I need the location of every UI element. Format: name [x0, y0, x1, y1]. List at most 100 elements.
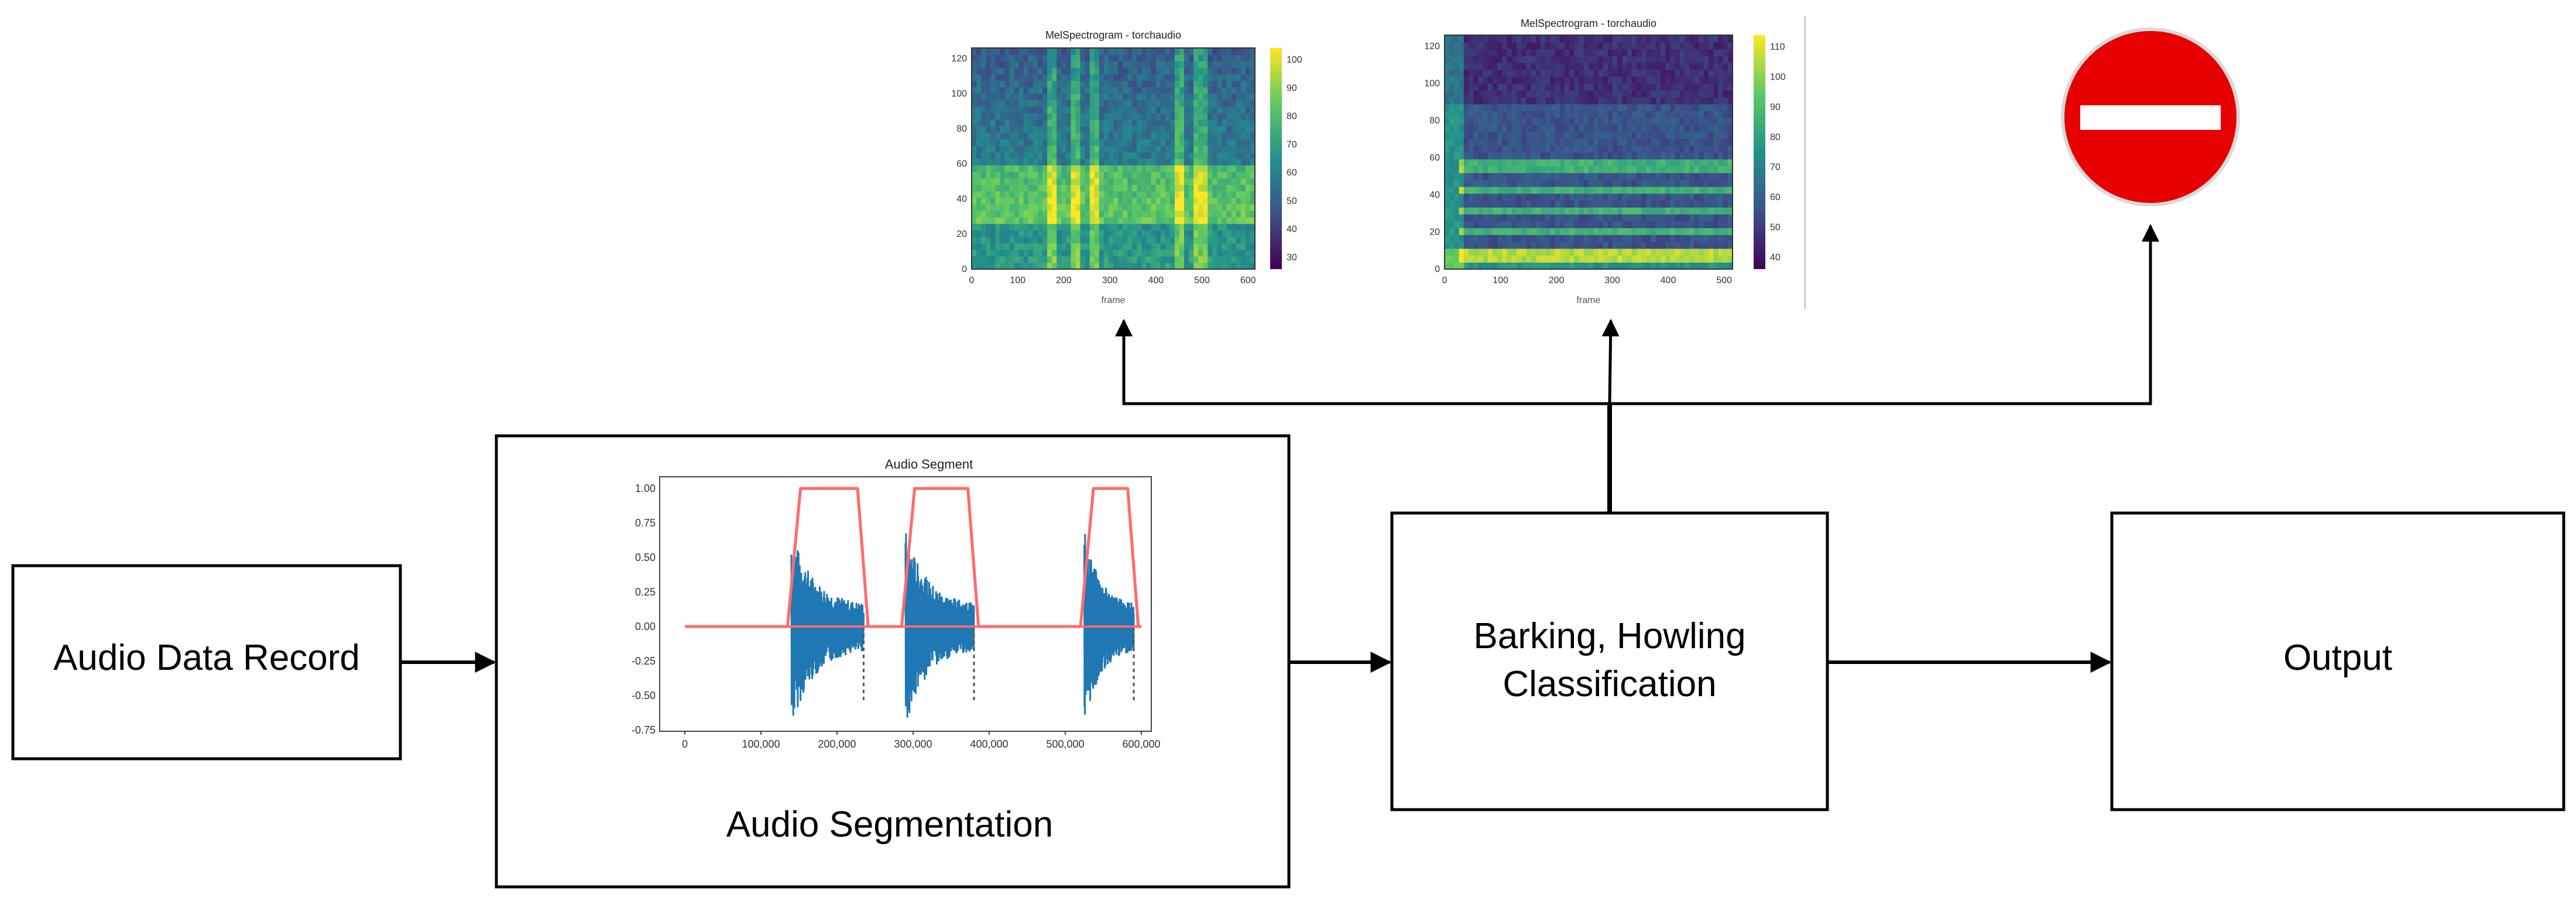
spectrogram-cell: [1622, 118, 1628, 125]
spectrogram-cell: [986, 67, 991, 75]
spectrogram-cell: [1179, 210, 1185, 218]
spectrogram-cell: [1723, 255, 1728, 263]
spectrogram-cell: [1679, 76, 1685, 84]
spectrogram-cell: [1028, 204, 1034, 211]
spectrogram-cell: [1603, 173, 1608, 180]
spectrogram-cell: [1127, 262, 1133, 269]
spectrogram-cell: [1559, 228, 1565, 235]
spectrogram-cell: [1607, 138, 1613, 146]
spectrogram-cell: [1511, 104, 1517, 111]
spectrogram-cell: [1250, 119, 1255, 126]
spectrogram-cell: [1555, 90, 1560, 98]
spectrogram-cell: [1665, 131, 1671, 139]
spectrogram-cell: [1709, 255, 1714, 263]
spectrogram-cell: [1679, 124, 1685, 132]
spectrogram-cell: [1193, 119, 1199, 126]
spectrogram-cell: [1559, 111, 1565, 118]
spectrogram-cell: [1603, 63, 1608, 70]
spectrogram-cell: [1151, 132, 1157, 140]
spectrogram-cell: [1521, 104, 1527, 111]
spectrogram-cell: [1574, 214, 1580, 222]
spectrogram-cell: [981, 230, 986, 237]
spectrogram-cell: [1075, 210, 1081, 218]
spectrogram-cell: [1052, 132, 1057, 140]
spectrogram-cell: [1675, 159, 1680, 167]
spectrogram-cell: [1493, 193, 1498, 201]
spectrogram-cell: [1127, 113, 1133, 120]
spectrogram-cell: [1052, 126, 1057, 133]
spectrogram-cell: [1179, 223, 1185, 230]
spectrogram-cell: [1146, 243, 1152, 250]
spectrogram-cell: [1018, 106, 1024, 113]
spectrogram-cell: [972, 191, 977, 198]
spectrogram-cell: [1713, 262, 1719, 269]
spectrogram-cell: [1613, 76, 1618, 84]
spectrogram-cell: [1089, 191, 1095, 198]
spectrogram-cell: [1245, 178, 1251, 185]
spectrogram-cell: [1085, 236, 1090, 244]
spectrogram-cell: [1127, 48, 1133, 55]
spectrogram-cell: [1047, 87, 1052, 94]
spectrogram-cell: [1193, 236, 1199, 244]
spectrogram-cell: [1189, 223, 1194, 230]
spectrogram-cell: [976, 54, 982, 61]
spectrogram-cell: [1132, 184, 1137, 192]
spectrogram-cell: [1511, 111, 1517, 118]
spectrogram-cell: [1099, 243, 1105, 250]
spectrogram-cell: [1526, 207, 1532, 215]
spectrogram-cell: [1583, 42, 1589, 50]
spectrogram-cell: [1646, 97, 1652, 105]
spectrogram-cell: [1709, 228, 1714, 235]
spectrogram-cell: [1507, 159, 1512, 167]
spectrogram-cell: [1208, 262, 1213, 269]
spectrogram-cell: [1151, 93, 1157, 101]
spectrogram-cell: [1151, 236, 1157, 244]
spectrogram-cell: [1222, 210, 1227, 218]
spectrogram-cell: [1014, 171, 1020, 178]
spectrogram-cell: [1613, 262, 1618, 269]
spectrogram-cell: [1146, 159, 1152, 166]
spectrogram-cell: [1473, 63, 1479, 70]
spectrogram-cell: [1569, 186, 1575, 194]
spectrogram-cell: [1165, 119, 1171, 126]
spectrogram-cell: [1165, 191, 1171, 198]
spectrogram-cell: [1236, 165, 1241, 172]
spectrogram-cell: [1000, 61, 1006, 68]
spectrogram-cell: [981, 152, 986, 159]
spectrogram-cell: [1497, 138, 1503, 146]
spectrogram-cell: [1066, 113, 1071, 120]
spectrogram-cell: [1589, 124, 1594, 132]
spectrogram-cell: [1593, 159, 1599, 167]
spectrogram-cell: [1169, 256, 1175, 263]
spectrogram-cell: [1208, 210, 1213, 218]
spectrogram-cell: [1622, 90, 1628, 98]
spectrogram-cell: [1613, 145, 1618, 153]
spectrogram-cell: [1137, 171, 1142, 178]
spectrogram-cell: [1000, 74, 1006, 81]
spectrogram-cell: [1469, 248, 1474, 256]
spectrogram-cell: [1655, 262, 1661, 269]
spectrogram-cell: [1622, 131, 1628, 139]
spectrogram-cell: [1061, 184, 1066, 192]
spectrogram-cell: [1179, 171, 1185, 178]
spectrogram-cell: [1217, 67, 1223, 75]
spectrogram-cell: [1231, 87, 1237, 94]
spectrogram-cell: [1541, 262, 1546, 269]
spectrogram-cell: [1103, 171, 1109, 178]
spectrogram-cell: [1723, 83, 1728, 91]
spectrogram-cell: [1193, 113, 1199, 120]
spectrogram-cell: [1502, 35, 1508, 43]
spectrogram-cell: [1689, 166, 1695, 173]
spectrogram-cell: [1066, 249, 1071, 257]
spectrogram-cell: [1545, 221, 1551, 228]
spectrogram-cell: [1651, 221, 1656, 228]
spectrogram-cell: [1094, 152, 1100, 159]
spectrogram-cell: [972, 145, 977, 153]
spectrogram-cell: [1627, 173, 1632, 180]
spectrogram-cell: [1014, 48, 1020, 55]
spectrogram-cell: [1531, 193, 1536, 201]
spectrogram-cell: [1535, 131, 1541, 139]
spectrogram-cell: [1085, 249, 1090, 257]
spectrogram-cell: [1517, 90, 1522, 98]
spectrogram-cell: [1203, 99, 1208, 107]
